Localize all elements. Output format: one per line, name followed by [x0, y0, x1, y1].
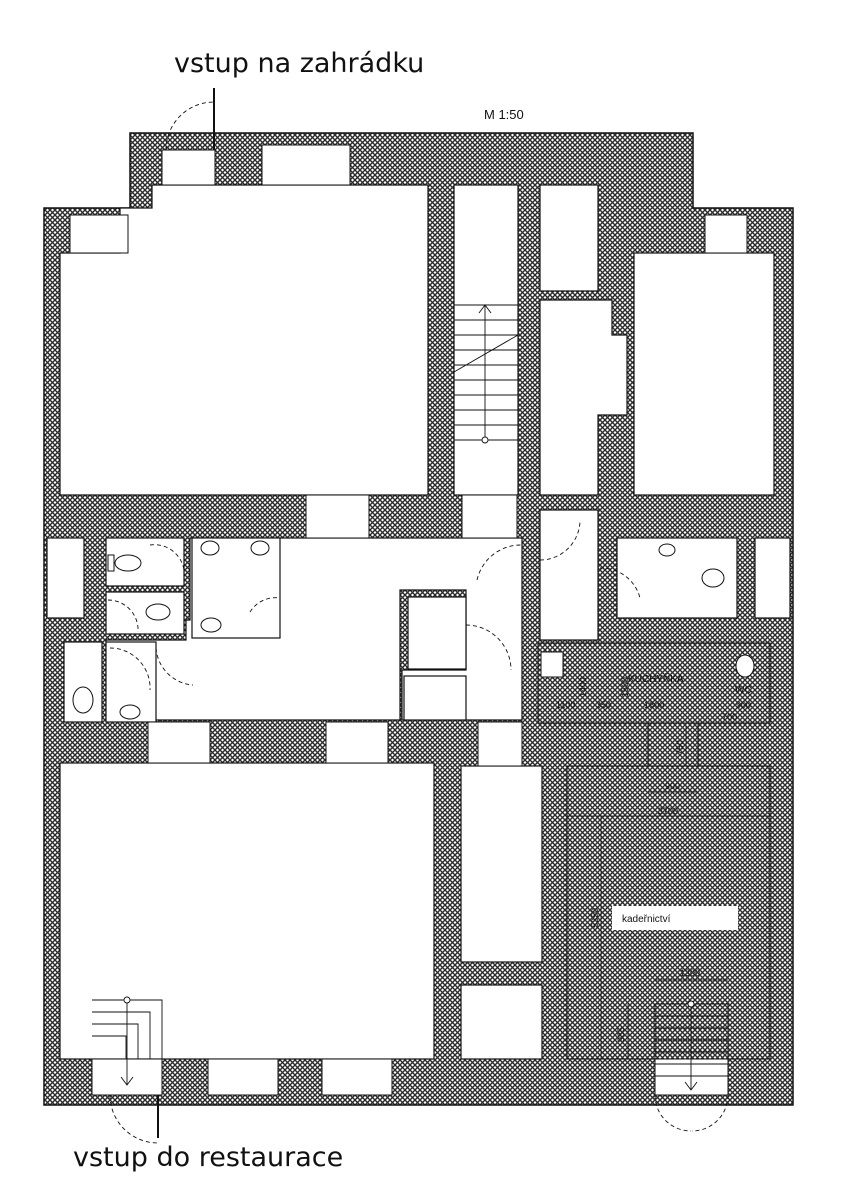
toilet-icon [72, 686, 94, 714]
sink-icon [119, 704, 141, 720]
niche-right [754, 537, 791, 619]
wc-cubicle-2 [105, 591, 185, 635]
sink-icon [250, 540, 270, 556]
kitchenette-label: KUCHYŇKA [628, 672, 684, 685]
dim-5350: 5350 [590, 908, 600, 928]
dimensions: 1100 1400 1500 350 1800 900 700 750 900 … [556, 677, 751, 1042]
dim-1100: 1100 [556, 700, 575, 710]
sanitary-fixtures [72, 540, 755, 720]
hairdresser-label: kadeřnictví [622, 914, 671, 925]
dim-900a: 900 [736, 700, 751, 710]
room-small-center [407, 596, 467, 670]
niche-left [46, 537, 85, 619]
openings [69, 144, 748, 1096]
room-top-right [633, 252, 775, 496]
room-narrow-top [539, 184, 599, 292]
room-bottom-small [460, 984, 543, 1060]
toilet-icon [701, 568, 725, 588]
corridor-right [539, 509, 599, 641]
toilet-icon [114, 554, 142, 572]
rooms [46, 184, 791, 1060]
dim-985: 985 [616, 1027, 626, 1042]
room-narrow-mid [539, 299, 628, 496]
sink-icon [200, 617, 222, 633]
dim-750: 750 [675, 740, 685, 755]
toilet-icon [735, 654, 755, 678]
staircase-top [453, 304, 519, 444]
restaurant-entrance-label: vstup do restaurace [73, 1142, 343, 1173]
dim-700: 700 [722, 712, 737, 722]
sink-icon [658, 543, 676, 557]
sink-icon [540, 651, 564, 678]
garden-entrance-label: vstup na zahrádku [174, 48, 424, 79]
dim-3700: 3700 [658, 806, 678, 816]
dim-1300: 1300 [680, 968, 700, 978]
room-stair-top [453, 184, 519, 496]
door-swings [107, 88, 729, 1144]
dim-900b: 900 [665, 781, 680, 791]
room-small-lower [403, 675, 467, 721]
sink-icon [200, 540, 220, 556]
toilet-icon [145, 603, 171, 621]
scale-label: M 1:50 [484, 107, 524, 122]
wc-label: WC [735, 685, 752, 696]
dim-1800: 1800 [644, 700, 664, 710]
room-bottom-narrow [460, 765, 543, 963]
dim-1500: 1500 [620, 677, 630, 697]
room-restaurant [59, 762, 435, 1060]
dim-1400: 1400 [578, 677, 588, 697]
dimension-lines [567, 726, 770, 1059]
staircase-bottom-left [92, 996, 163, 1086]
wc-cubicle-3 [63, 641, 103, 723]
staircase-bottom-right [654, 1000, 729, 1096]
dim-350: 350 [596, 700, 611, 710]
toilet-tank-icon [107, 554, 115, 572]
